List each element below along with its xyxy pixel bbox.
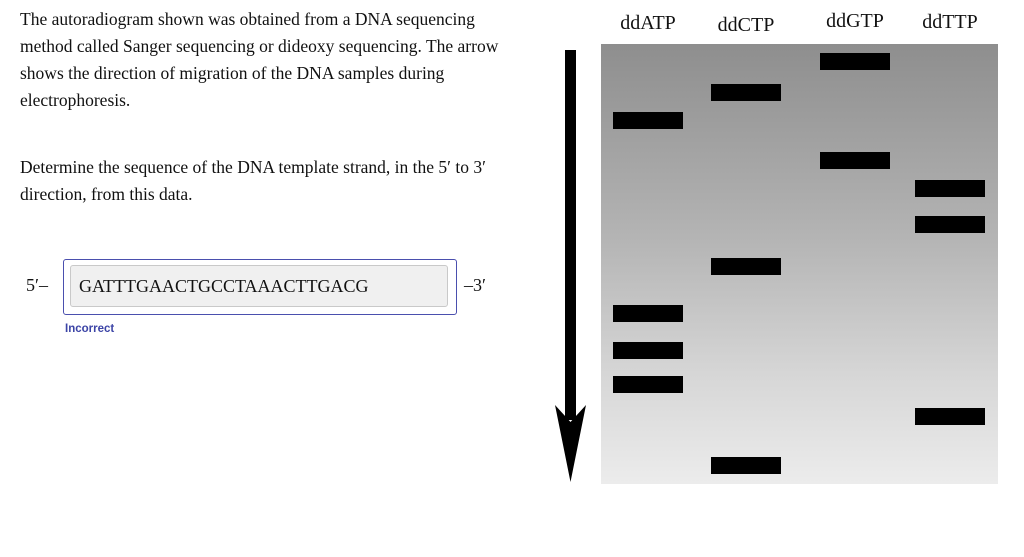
gel-band	[820, 53, 890, 70]
migration-arrow-icon	[555, 50, 586, 482]
lane-label-ddatp: ddATP	[620, 12, 676, 34]
gel-band	[613, 305, 683, 322]
question-paragraph-intro: The autoradiogram shown was obtained fro…	[20, 9, 499, 110]
autoradiogram-figure: ddATP ddCTP ddGTP ddTTP	[555, 0, 1015, 500]
answer-row: 5′– –3′	[22, 259, 522, 317]
gel-band	[711, 258, 781, 275]
lane-label-ddgtp: ddGTP	[826, 10, 884, 32]
gel-band	[915, 216, 985, 233]
gel-band	[613, 376, 683, 393]
gel-band	[820, 152, 890, 169]
lane-label-ddctp: ddCTP	[717, 14, 775, 36]
gel-band	[613, 112, 683, 129]
five-prime-label: 5′–	[26, 275, 48, 295]
question-paragraph-task: Determine the sequence of the DNA templa…	[20, 157, 486, 204]
gel-band	[613, 342, 683, 359]
gel-band	[711, 457, 781, 474]
gel-band	[915, 180, 985, 197]
gel	[601, 44, 998, 484]
three-prime-label: –3′	[464, 275, 486, 295]
answer-box	[63, 259, 457, 315]
lane-label-ddttp: ddTTP	[922, 11, 978, 33]
feedback-incorrect: Incorrect	[65, 323, 115, 335]
gel-band	[711, 84, 781, 101]
sequence-answer-input[interactable]	[70, 265, 448, 307]
question-text: The autoradiogram shown was obtained fro…	[20, 6, 510, 208]
gel-band	[915, 408, 985, 425]
